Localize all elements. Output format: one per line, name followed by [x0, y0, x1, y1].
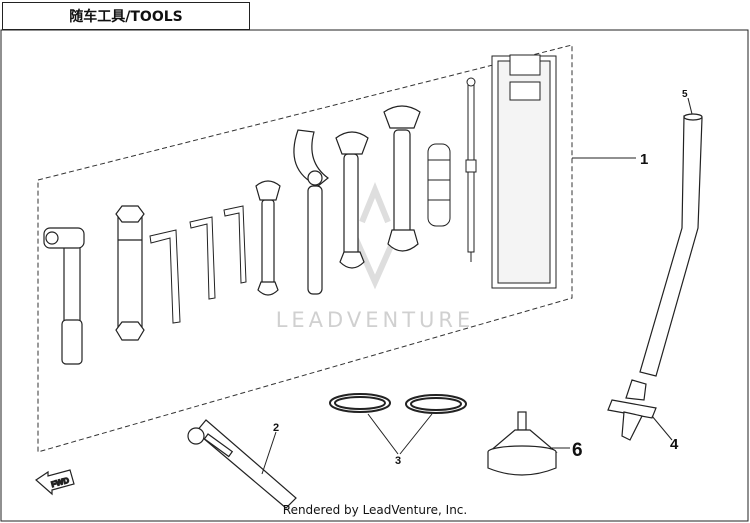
callout-1: 1	[640, 151, 648, 168]
callout-2: 2	[273, 422, 279, 434]
screwdriver	[465, 77, 477, 262]
hex-key-small	[223, 205, 247, 284]
hex-key-large	[149, 229, 181, 324]
nozzle	[607, 379, 657, 441]
wrench-large	[383, 105, 421, 252]
callout-3: 3	[395, 455, 401, 467]
tool-bag	[491, 54, 557, 289]
tool-kit-outline	[37, 44, 573, 453]
watermark-text: LEADVENTURE	[275, 308, 475, 332]
diagram-title: 随车工具/TOOLS	[2, 2, 250, 30]
pin-spanner	[293, 129, 329, 295]
extension-tube	[639, 113, 703, 377]
callout-4: 4	[670, 436, 679, 453]
callout-5: 5	[682, 89, 688, 100]
wrench-small	[255, 180, 281, 296]
wrench-medium	[335, 131, 369, 269]
leader-lines	[261, 97, 693, 475]
watermark-emblem	[349, 182, 401, 290]
o-rings	[329, 393, 467, 414]
render-credit: Rendered by LeadVenture, Inc.	[282, 503, 468, 517]
callout-6: 6	[572, 440, 583, 461]
fwd-arrow: FWD	[35, 469, 75, 496]
l-socket-wrench	[43, 227, 85, 365]
diagram-frame	[0, 29, 749, 522]
tire-pressure-gauge	[187, 419, 297, 509]
screwdriver-handle	[427, 143, 451, 227]
funnel	[487, 411, 558, 476]
box-spanner	[115, 205, 145, 341]
hex-key-medium	[189, 216, 216, 300]
